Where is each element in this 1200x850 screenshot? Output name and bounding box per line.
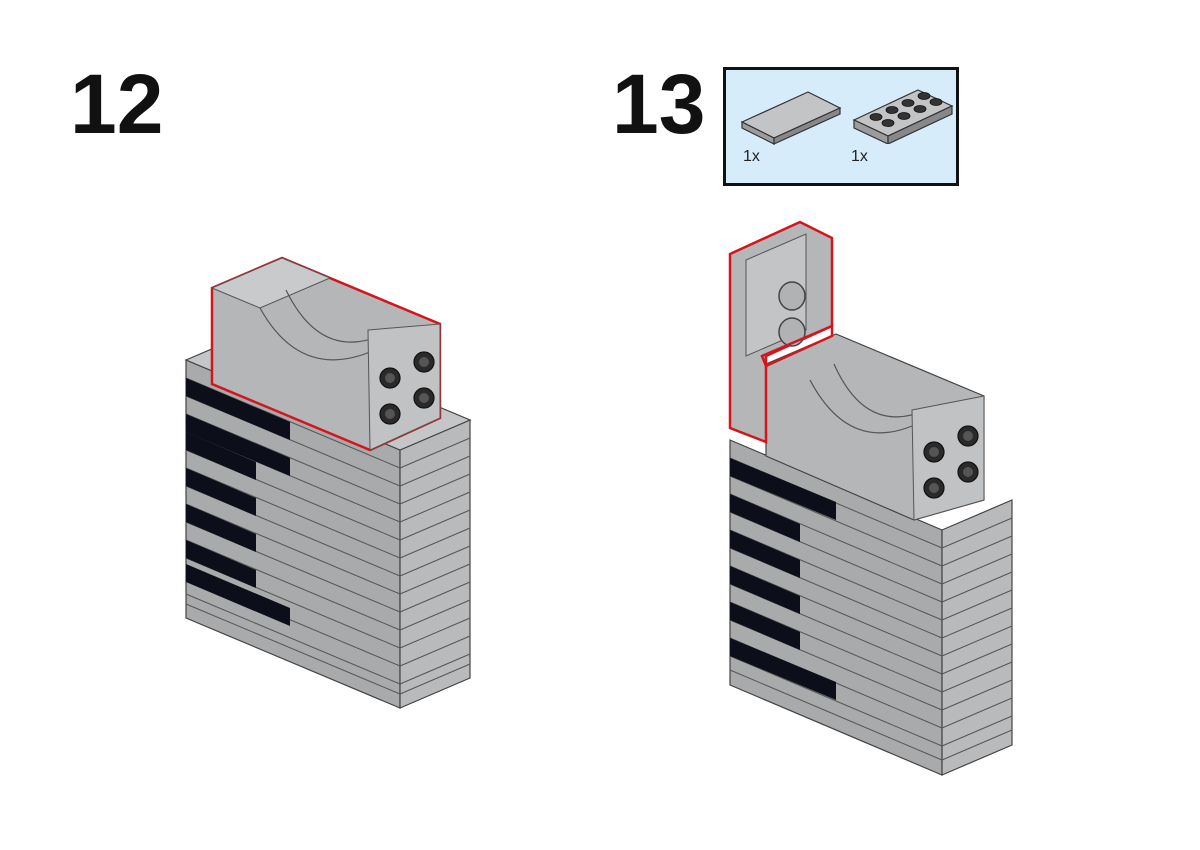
tile-1x2-part-icon: [740, 91, 842, 145]
plate-2x4-part-icon: [852, 89, 954, 144]
step-number-13: 13: [612, 57, 706, 151]
plate-2x4-quantity: 1x: [851, 148, 868, 165]
step-number-12: 12: [70, 57, 164, 151]
parts-list-callout: 1x 1x: [723, 67, 959, 186]
tile-1x2-quantity: 1x: [743, 148, 760, 165]
